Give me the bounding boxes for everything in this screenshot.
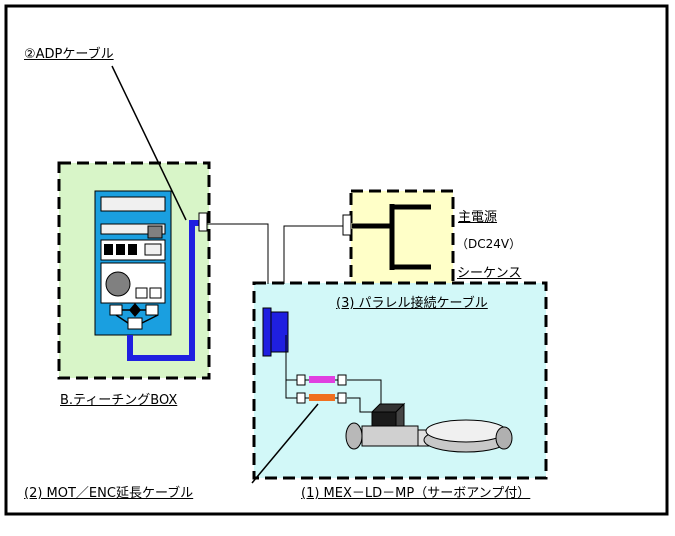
dc24v-label: （DC24V） [456, 237, 522, 251]
servo-amp-connector [262, 307, 289, 357]
enc-cable-line [285, 380, 297, 399]
sequence-label: シーケンス [457, 266, 522, 281]
mot-extension-cable [296, 374, 347, 386]
adp-connector [198, 212, 208, 232]
adp-pointer-line [111, 65, 187, 221]
mex-actuator [345, 402, 513, 453]
parallel-cable-line [283, 225, 343, 284]
mot-enc-pointer-line [251, 403, 319, 484]
pendant-dial-icon [105, 271, 131, 297]
enc-extension-cable [296, 392, 347, 404]
teaching-pendant [94, 190, 172, 336]
teaching-cable-line [207, 223, 269, 284]
sequence-symbol [352, 204, 431, 270]
adp-cable-label: ②ADPケーブル [24, 47, 114, 62]
mot-enc-cable-label: (2) MOT／ENC延長ケーブル [24, 486, 194, 501]
pendant-display [100, 196, 166, 212]
sequence-connector [342, 214, 352, 236]
mex-unit-label: (1) MEX－LD－MP（サーボアンプ付） [301, 486, 531, 501]
pendant-arrow-icon [129, 303, 141, 317]
main-power-label: 主電源 [458, 210, 498, 225]
parallel-cable-label: (3) パラレル接続ケーブル [336, 296, 488, 311]
adp-cable-line [127, 220, 200, 361]
teaching-box-label: B.ティーチングBOX [60, 393, 178, 408]
